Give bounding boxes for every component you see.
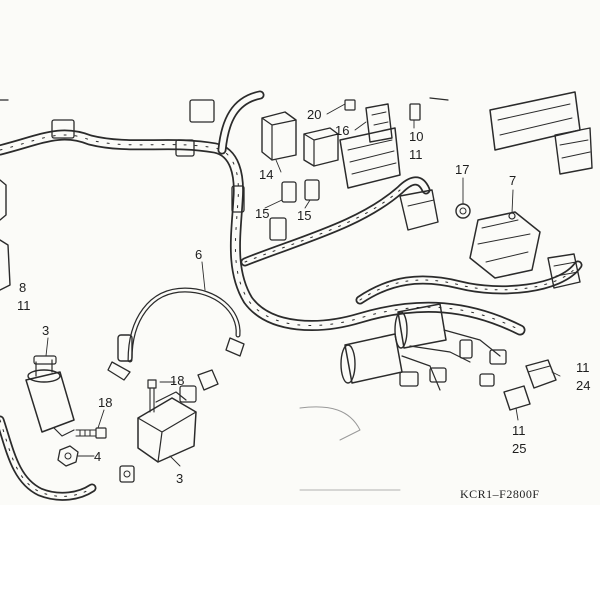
callout-18-second: 18 [98, 395, 113, 410]
ignition-coil-lower [137, 385, 197, 463]
callout-11-left: 11 [17, 298, 31, 313]
callout-16: 16 [335, 123, 350, 138]
grommet [455, 203, 471, 219]
callout-3-lower: 3 [176, 471, 184, 486]
wire-harness-illustration [0, 90, 593, 501]
callout-8: 8 [19, 280, 27, 295]
callout-15: 15 [255, 206, 270, 221]
callout-25: 25 [512, 441, 527, 456]
fuse-box [339, 99, 401, 189]
left-lower-harness [0, 415, 97, 501]
callout-17: 17 [455, 162, 470, 177]
leader-lines [45, 103, 561, 467]
upper-harness-branch [217, 90, 431, 267]
callout-24: 24 [576, 378, 591, 393]
ignition-coil-center [340, 303, 507, 391]
relay-group [261, 111, 339, 167]
callout-11-right: 11 [576, 360, 590, 375]
callout-10: 10 [409, 129, 424, 144]
parts-diagram-sheet: 20 16 10 11 14 17 7 15 15 6 8 11 3 18 18… [0, 90, 593, 501]
cdi-unit [489, 91, 593, 175]
callout-14: 14 [259, 167, 274, 182]
callout-11-bottom: 11 [512, 423, 526, 438]
right-harness-branch [355, 260, 583, 305]
fuse [409, 103, 421, 121]
callout-11: 11 [409, 147, 423, 162]
callout-4: 4 [94, 449, 102, 464]
callout-3: 3 [42, 323, 50, 338]
callout-6: 6 [195, 247, 203, 262]
bolt [75, 427, 107, 439]
ignition-coil-left [25, 355, 75, 437]
harness-connector [51, 119, 75, 139]
diagram-code: KCR1–F2800F [460, 487, 540, 501]
callout-15-second: 15 [297, 208, 312, 223]
regulator-rectifier [469, 211, 541, 279]
callout-7: 7 [509, 173, 517, 188]
main-wire-harness [0, 129, 526, 336]
callout-18: 18 [170, 373, 185, 388]
spark-plug-wire [107, 287, 245, 391]
callout-20: 20 [307, 107, 322, 122]
